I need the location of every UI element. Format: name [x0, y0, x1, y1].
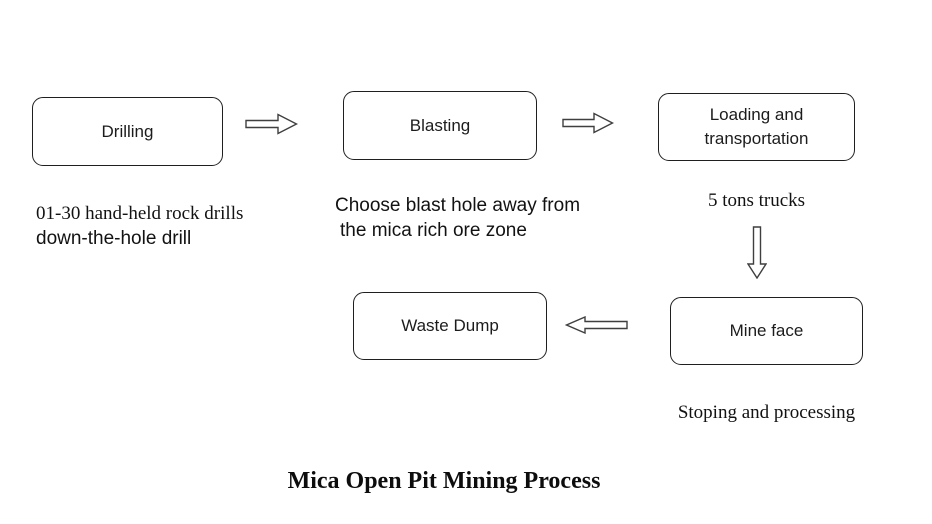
node-waste-dump-label: Waste Dump [401, 316, 499, 335]
node-blasting: Blasting [343, 91, 537, 160]
left-arrow-icon-mine-face-to-waste-dump [565, 316, 628, 334]
caption-blasting-line2: the mica rich ore zone [340, 220, 527, 241]
node-blasting-label: Blasting [409, 115, 471, 135]
node-drilling-label: Drilling [101, 121, 154, 141]
diagram-title: Mica Open Pit Mining Process [287, 468, 601, 494]
node-loading: Loading and transportation [658, 93, 855, 161]
right-arrow-icon-drilling-to-blasting [245, 113, 298, 135]
node-waste-dump: Waste Dump [353, 292, 547, 360]
caption-mine-face: Stoping and processing [677, 402, 856, 423]
node-mine-face-label: Mine face [729, 321, 804, 340]
node-mine-face: Mine face [670, 297, 863, 365]
node-loading-label: Loading and transportation [704, 105, 809, 148]
down-arrow-icon-loading-to-mine-face [747, 226, 767, 279]
caption-drilling-line1: 01-30 hand-held rock drills [36, 203, 244, 224]
node-drilling: Drilling [32, 97, 223, 166]
caption-blasting-line1: Choose blast hole away from [335, 195, 581, 216]
caption-loading: 5 tons trucks [707, 190, 806, 211]
caption-drilling-line2: down-the-hole drill [36, 228, 192, 249]
right-arrow-icon-blasting-to-loading [562, 112, 614, 134]
